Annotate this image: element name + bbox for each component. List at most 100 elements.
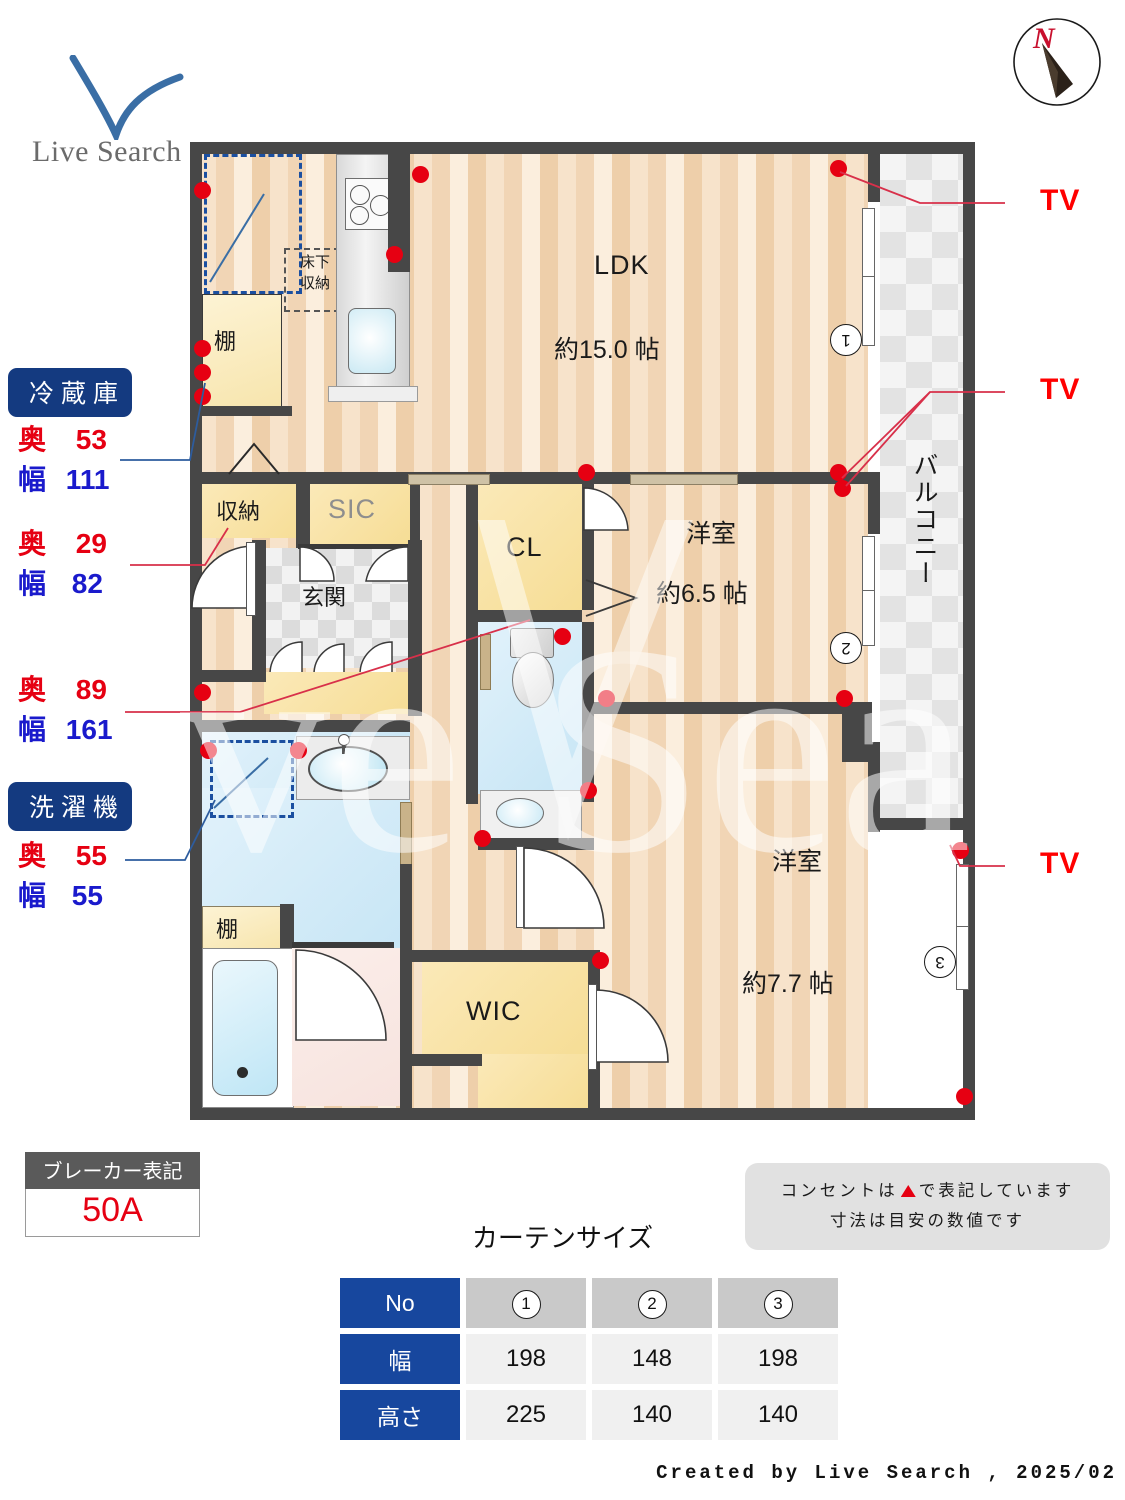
window-room2-a xyxy=(956,864,969,928)
wall-balcony-top xyxy=(868,142,880,202)
brand-logo: Live Search xyxy=(28,55,258,175)
ldk-label: LDK xyxy=(594,250,650,280)
washitsu1-area-label: 約6.5 帖 xyxy=(656,580,748,608)
outlet xyxy=(200,742,217,759)
wall-balcony-bot xyxy=(868,742,880,832)
curtain-rowhdr-height: 高さ xyxy=(340,1390,460,1440)
washitsu1-label: 洋室 xyxy=(686,520,737,548)
washer-tag: 洗濯機 xyxy=(8,782,132,831)
note-line1-prefix: コンセントは xyxy=(780,1182,898,1200)
wic-door-arc xyxy=(595,989,669,1063)
washer-depth-key: 奥 xyxy=(18,840,47,871)
genkan-shoebox xyxy=(264,672,412,714)
fridge-width-row: 幅 111 xyxy=(18,458,109,498)
wall-storage-right xyxy=(296,484,310,548)
kitchen-base xyxy=(328,386,418,402)
front-door-arc xyxy=(191,545,253,609)
wall-cl-left xyxy=(466,484,478,644)
wall-wic-mid xyxy=(412,1054,482,1066)
vanity-faucet xyxy=(342,738,345,754)
washer-outline xyxy=(210,740,294,818)
bath-door-arc xyxy=(295,949,387,1041)
compass-rose: N xyxy=(1007,12,1107,112)
fridge-depth-value: 53 xyxy=(75,424,107,455)
sic-closet xyxy=(310,484,410,544)
outlet xyxy=(386,246,403,263)
door-rail-b xyxy=(630,474,738,485)
refrigerator-diagonal xyxy=(209,193,265,283)
wic-closet-b xyxy=(478,1054,592,1108)
outlet-triangle-icon xyxy=(900,1185,916,1197)
wic-closet-a xyxy=(422,962,592,1054)
washitsu2-area-label: 約7.7 帖 xyxy=(742,970,834,998)
outlet xyxy=(598,690,615,707)
wall-toilet-right xyxy=(582,622,594,802)
refrigerator-outline xyxy=(204,154,302,294)
storage-width-value: 82 xyxy=(71,568,103,599)
window-room1-b xyxy=(862,590,875,646)
wall-bottom xyxy=(190,1108,975,1120)
washroom-door xyxy=(400,802,412,866)
wall-balcony-mid xyxy=(868,472,880,534)
ldk-floor xyxy=(198,152,868,484)
storage-width-key: 幅 xyxy=(18,568,47,599)
wall-genkan-right xyxy=(408,540,422,716)
wall-toilet-bottom xyxy=(478,838,594,850)
ldk-area-label: 約15.0 帖 xyxy=(554,336,660,364)
outlet xyxy=(578,464,595,481)
wall-bathshelf-right xyxy=(280,904,294,954)
kitchen-shelf-label: 棚 xyxy=(214,329,237,354)
wall-cl-bottom xyxy=(478,610,582,622)
cl-label: CL xyxy=(506,532,543,562)
outlet xyxy=(290,742,307,759)
floor-plan: バルコニー 棚 床下 収納 LDK 約15.0 帖 収納 SIC xyxy=(190,142,975,1120)
outlet xyxy=(554,628,571,645)
tv-label-1: TV xyxy=(1040,184,1081,217)
table-row-no: No 1 2 3 xyxy=(340,1278,838,1328)
toilet-exit-door-panel xyxy=(516,846,524,928)
bath-door-rail xyxy=(292,942,394,948)
breaker-box: ブレーカー表記 50A xyxy=(25,1152,200,1237)
wall-balcony-end xyxy=(868,818,975,830)
genkan-door-arcs-top xyxy=(299,547,409,582)
wic-door-panel xyxy=(588,984,597,1070)
cl-closet xyxy=(478,484,582,610)
outlet xyxy=(580,782,597,799)
curtain-col-1-num: 1 xyxy=(511,1289,541,1319)
toilet-door xyxy=(480,634,491,690)
outlet xyxy=(834,480,851,497)
note-line-2: 寸法は目安の数値です xyxy=(830,1212,1025,1230)
washitsu2-label: 洋室 xyxy=(772,848,823,876)
window-marker-1: 1 xyxy=(830,324,862,356)
storage-depth-key: 奥 xyxy=(18,528,47,559)
wall-bath-right xyxy=(400,864,412,1108)
fridge-tag: 冷蔵庫 xyxy=(8,368,132,417)
fridge-depth-row: 奥 53 xyxy=(18,418,107,458)
logo-text: Live Search xyxy=(32,135,182,168)
outlet xyxy=(194,388,211,405)
outlet xyxy=(830,464,847,481)
genkan-door-arcs-bottom xyxy=(269,641,393,675)
outlet xyxy=(956,1088,973,1105)
curtain-col-3: 3 xyxy=(718,1278,838,1328)
fridge-depth-key: 奥 xyxy=(18,424,47,455)
washer-width-row: 幅 55 xyxy=(18,874,103,914)
toilet-basin xyxy=(496,798,544,828)
washer-depth-value: 55 xyxy=(75,840,107,871)
door-rail-a xyxy=(408,474,490,485)
cl-door-arc xyxy=(583,487,629,531)
wall-left xyxy=(190,142,202,1120)
curtain-width-2: 148 xyxy=(592,1334,712,1384)
closet-depth-key: 奥 xyxy=(18,674,47,705)
wall-toilet-left xyxy=(466,644,478,804)
storage-width-row: 幅 82 xyxy=(18,562,103,602)
wall-room-step xyxy=(842,714,872,762)
bath-shelf-label: 棚 xyxy=(216,917,239,942)
curtain-col-3-num: 3 xyxy=(763,1289,793,1319)
storage-closet-label: 収納 xyxy=(216,499,261,524)
cl-door-fold xyxy=(585,579,639,617)
note-line-1: コンセントはで表記しています xyxy=(745,1176,1110,1206)
curtain-height-1: 225 xyxy=(466,1390,586,1440)
breaker-value: 50A xyxy=(25,1189,200,1237)
outlet xyxy=(952,842,969,859)
